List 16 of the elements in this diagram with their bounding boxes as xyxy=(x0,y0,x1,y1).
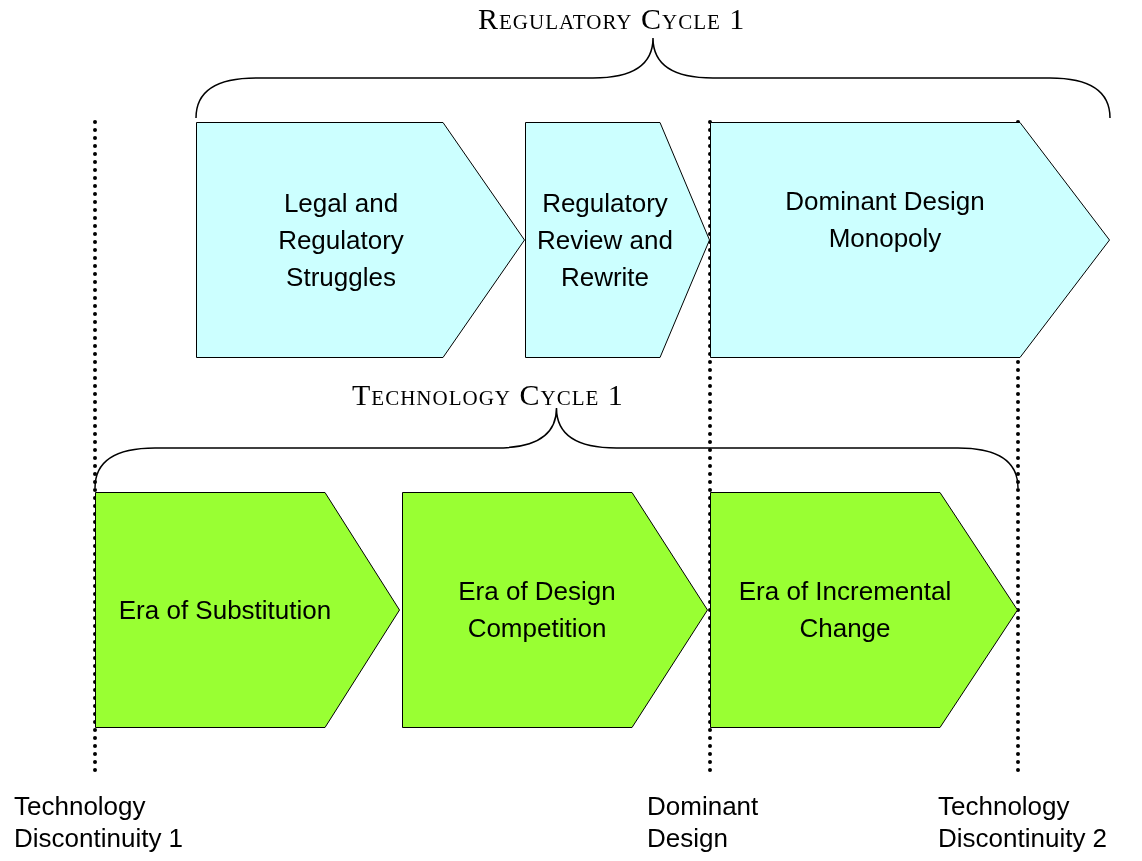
milestone-label: Technology Discontinuity 2 xyxy=(938,790,1109,854)
stage-label: Era of Substitution xyxy=(117,593,333,627)
chevron-shape xyxy=(402,492,708,728)
stage-label: Dominant Design Monopoly xyxy=(784,185,986,255)
chevron-shape xyxy=(196,122,525,358)
stage-label: Era of Design Competition xyxy=(457,575,617,645)
chevron-shape xyxy=(525,122,710,358)
stage-label: Era of Incremental Change xyxy=(737,575,953,645)
milestone-label: Technology Discontinuity 1 xyxy=(14,790,185,854)
stage-label: Regulatory Review and Rewrite xyxy=(536,186,674,294)
milestone-label: Dominant Design xyxy=(647,790,760,854)
stage-label: Legal and Regulatory Struggles xyxy=(277,186,405,294)
cycle-title: Regulatory Cycle 1 xyxy=(478,2,746,36)
chevron-shape xyxy=(95,492,400,728)
chevron-shape xyxy=(710,492,1018,728)
cycle-title: Technology Cycle 1 xyxy=(352,378,624,412)
